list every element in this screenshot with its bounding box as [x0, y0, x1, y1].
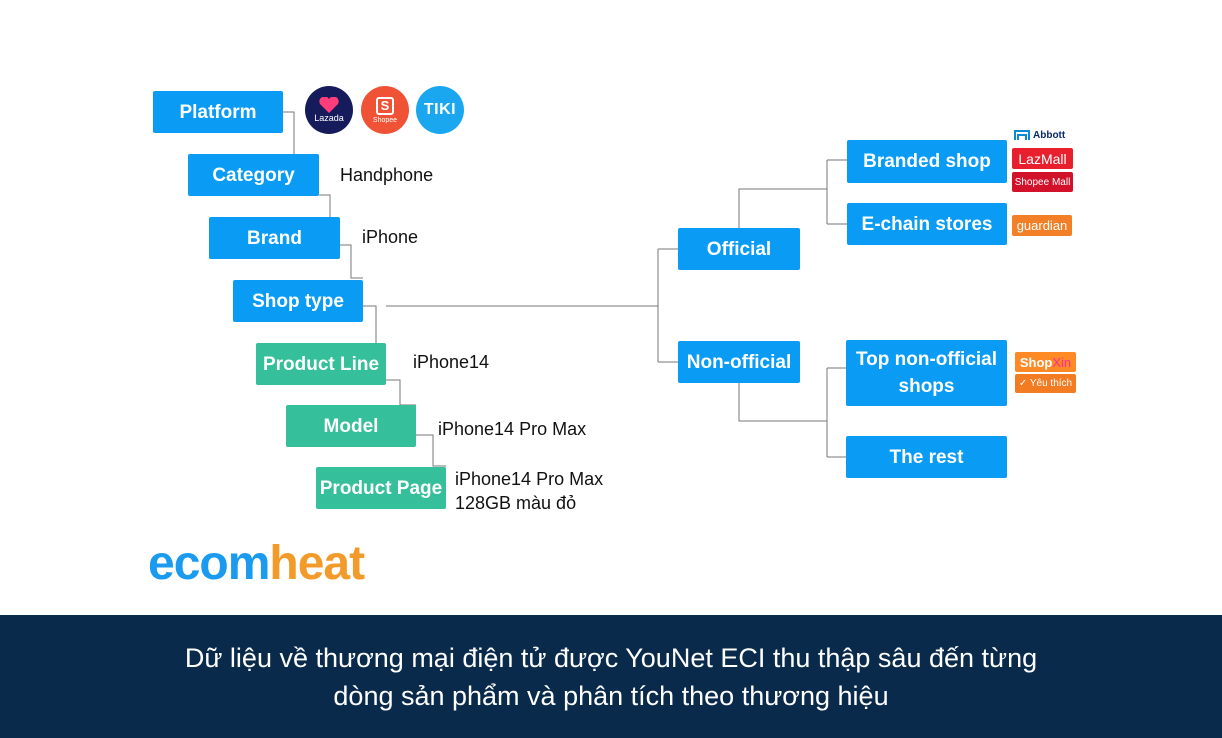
node-product-page: Product Page — [316, 467, 446, 509]
tiki-logo: TIKI — [416, 86, 464, 134]
example-product-page-line2: 128GB màu đỏ — [455, 493, 577, 513]
node-the-rest: The rest — [846, 436, 1007, 478]
node-brand: Brand — [209, 217, 340, 259]
lazmall-badge: LazMall — [1012, 148, 1073, 169]
abbott-badge-text: Abbott — [1033, 129, 1066, 141]
node-top-non-official-shops: Top non-official shops — [846, 340, 1007, 406]
shopee-logo: S Shopee — [361, 86, 409, 134]
guardian-badge: guardian — [1012, 215, 1072, 236]
node-model-label: Model — [323, 415, 379, 437]
ecomheat-logo-part2: heat — [269, 537, 365, 590]
node-non-official: Non-official — [678, 341, 800, 383]
node-top-non-official-label-line2: shops — [898, 376, 955, 397]
shopee-bag-icon: S — [376, 96, 394, 115]
example-category: Handphone — [340, 165, 434, 185]
caption-line1: Dữ liệu về thương mại điện tử được YouNe… — [184, 642, 1038, 673]
shopxin-badge-text-b: Xin — [1052, 354, 1072, 370]
node-brand-label: Brand — [247, 227, 302, 249]
node-official-label: Official — [706, 238, 772, 260]
node-non-official-label: Non-official — [686, 351, 792, 373]
connector-lines — [283, 111, 847, 467]
abbott-icon — [1014, 130, 1030, 140]
node-category: Category — [188, 154, 319, 196]
ecomheat-logo: ecomheat — [148, 536, 365, 592]
node-top-non-official-label-line1: Top non-official — [855, 349, 998, 370]
node-product-line-label: Product Line — [262, 353, 380, 375]
node-product-page-label: Product Page — [319, 477, 443, 499]
shopee-mall-badge-text: Shopee Mall — [1014, 176, 1071, 188]
node-the-rest-label: The rest — [889, 446, 964, 468]
lazmall-badge-text: LazMall — [1018, 150, 1067, 167]
node-official: Official — [678, 228, 800, 270]
example-product-line: iPhone14 — [413, 352, 490, 372]
lazada-logo: Lazada — [305, 86, 353, 134]
ecomheat-logo-part1: ecom — [148, 537, 270, 590]
caption-banner: Dữ liệu về thương mại điện tử được YouNe… — [0, 615, 1222, 738]
node-branded-shop-label: Branded shop — [863, 151, 991, 172]
guardian-badge-text: guardian — [1016, 218, 1068, 233]
node-platform-label: Platform — [179, 101, 257, 123]
example-product-page-line1: iPhone14 Pro Max — [455, 469, 604, 489]
caption-line2: dòng sản phẩm và phân tích theo thương h… — [333, 680, 889, 711]
node-platform: Platform — [153, 91, 283, 133]
heart-icon — [319, 97, 339, 113]
node-shop-type-label: Shop type — [252, 290, 344, 312]
node-e-chain-stores-label: E-chain stores — [861, 213, 993, 235]
tiki-logo-text: TIKI — [423, 101, 457, 118]
abbott-badge: Abbott — [1014, 127, 1072, 143]
shopee-mall-badge: Shopee Mall — [1012, 172, 1073, 192]
example-model: iPhone14 Pro Max — [438, 419, 587, 439]
node-shop-type: Shop type — [233, 280, 363, 322]
node-e-chain-stores: E-chain stores — [847, 203, 1007, 245]
example-brand: iPhone — [362, 227, 419, 247]
shopee-logo-text: Shopee — [372, 116, 398, 124]
yeu-thich-badge-text: ✓ Yêu thích — [1018, 378, 1073, 389]
shopxin-badge-text-a: Shop — [1019, 354, 1053, 370]
node-category-label: Category — [212, 164, 295, 186]
lazada-logo-text: Lazada — [314, 113, 344, 123]
node-branded-shop: Branded shop — [847, 140, 1007, 183]
yeu-thich-badge: ✓ Yêu thích — [1015, 374, 1076, 393]
node-product-line: Product Line — [256, 343, 386, 385]
node-model: Model — [286, 405, 416, 447]
